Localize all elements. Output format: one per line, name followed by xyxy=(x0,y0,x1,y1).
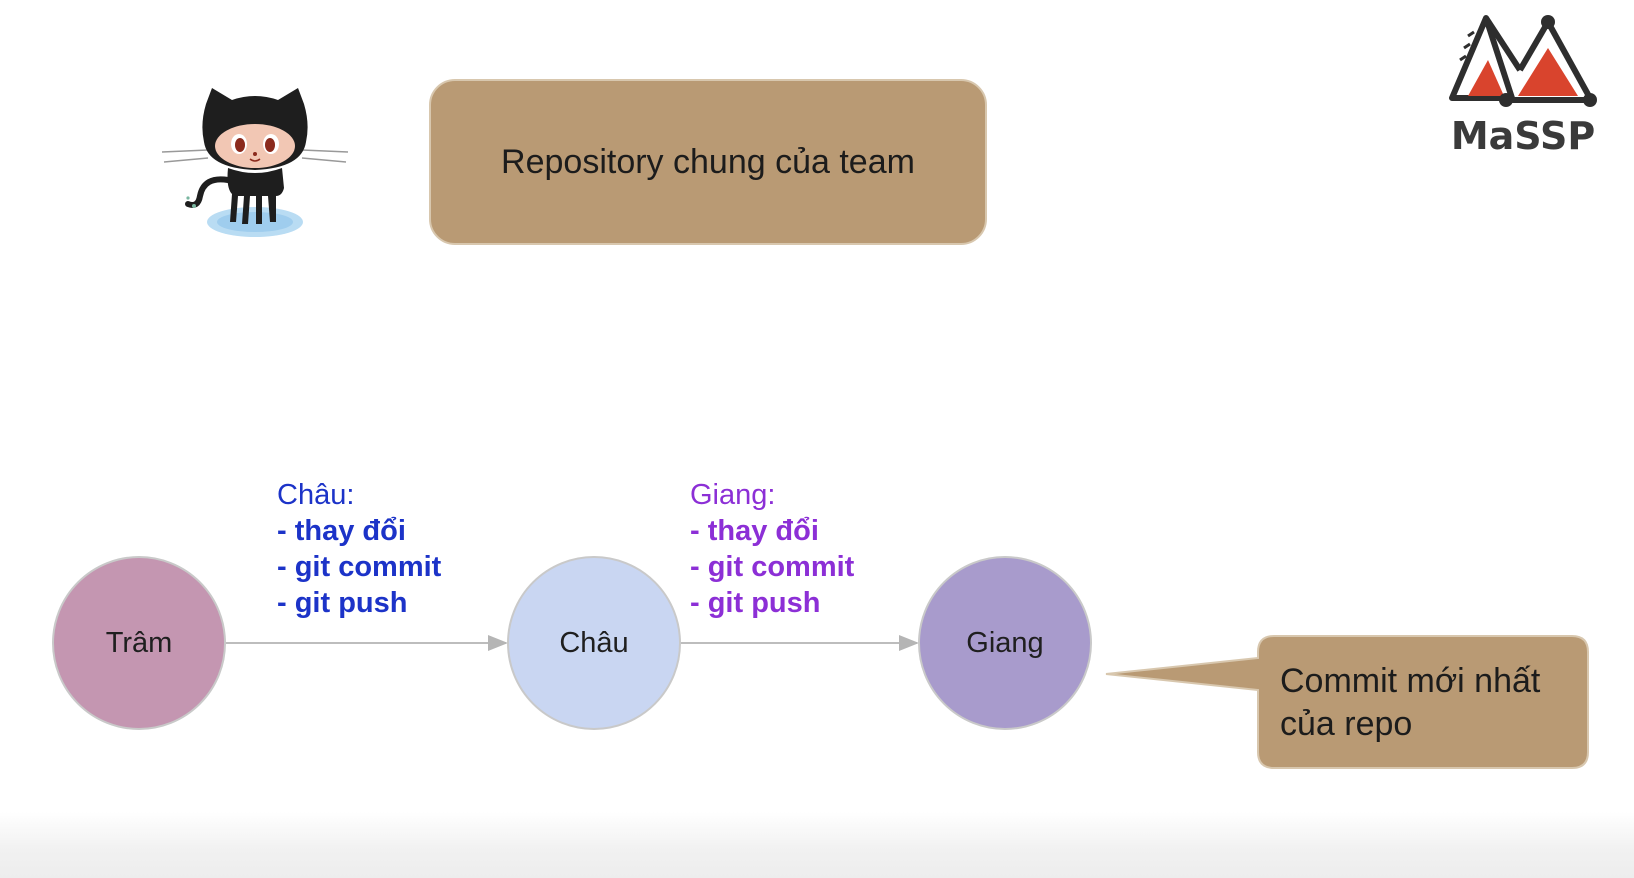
callout-line-1: Commit mới nhất xyxy=(1280,662,1541,700)
node-giang: Giang xyxy=(918,556,1092,730)
step-item: - git commit xyxy=(690,551,855,583)
node-chau-label: Châu xyxy=(559,626,629,659)
step-item: - thay đổi xyxy=(277,515,406,547)
callout-line-2: của repo xyxy=(1280,705,1413,743)
transition-author: Châu: xyxy=(277,479,355,511)
node-giang-label: Giang xyxy=(966,626,1044,659)
repository-box: Repository chung của team xyxy=(429,79,987,245)
github-octocat-icon xyxy=(161,88,349,237)
latest-commit-callout: Commit mới nhất của repo xyxy=(1280,660,1580,746)
node-tram-label: Trâm xyxy=(105,626,173,659)
transition-giang-steps: Giang: - thay đổi - git commit - git pus… xyxy=(690,477,854,621)
transition-chau-steps: Châu: - thay đổi - git commit - git push xyxy=(277,477,441,621)
step-item: - thay đổi xyxy=(690,515,819,547)
step-item: - git push xyxy=(690,587,821,619)
node-tram: Trâm xyxy=(52,556,226,730)
massp-logo-text: MaSSP xyxy=(1450,114,1596,158)
transition-author: Giang: xyxy=(690,479,776,511)
massp-logo-icon xyxy=(1449,15,1597,107)
step-item: - git commit xyxy=(277,551,442,583)
callout-shape xyxy=(1105,635,1589,769)
node-chau: Châu xyxy=(507,556,681,730)
step-item: - git push xyxy=(277,587,408,619)
repository-label: Repository chung của team xyxy=(501,142,915,181)
